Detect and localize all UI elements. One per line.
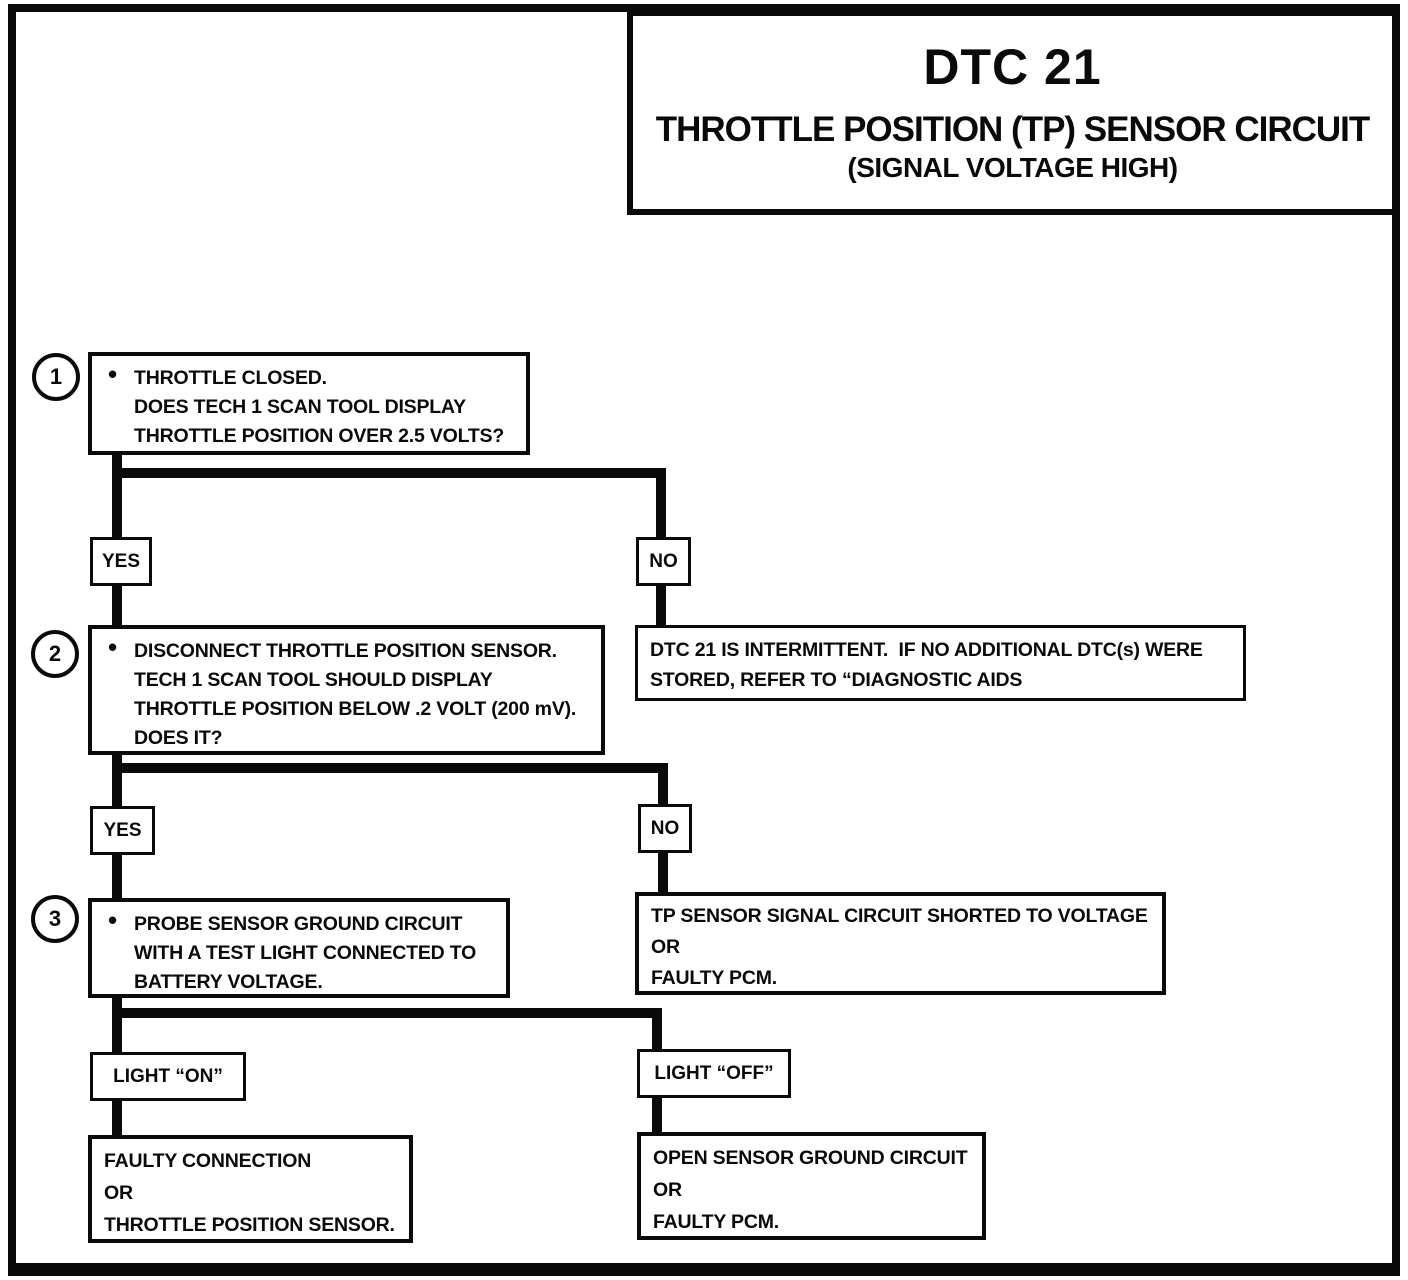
no-branch-1-label: NO bbox=[649, 550, 678, 572]
bullet-icon: • bbox=[108, 905, 117, 935]
connector-line bbox=[112, 853, 122, 900]
step-3-line: WITH A TEST LIGHT CONNECTED TO bbox=[134, 942, 477, 964]
light-on-label: LIGHT “ON” bbox=[90, 1052, 246, 1101]
connector-line bbox=[112, 753, 122, 809]
step-3-line: PROBE SENSOR GROUND CIRCUIT bbox=[134, 913, 463, 935]
connector-line bbox=[112, 1008, 662, 1018]
circuit-title: THROTTLE POSITION (TP) SENSOR CIRCUIT bbox=[655, 110, 1371, 149]
bullet-icon: • bbox=[108, 359, 117, 389]
shorted-line: FAULTY PCM. bbox=[651, 967, 777, 989]
step-3-line: BATTERY VOLTAGE. bbox=[134, 971, 323, 993]
light-off-text: LIGHT “OFF” bbox=[654, 1062, 774, 1084]
no-branch-1: NO bbox=[636, 537, 691, 586]
faulty-connection-line: THROTTLE POSITION SENSOR. bbox=[104, 1214, 395, 1236]
connector-line bbox=[112, 763, 668, 773]
open-ground-line: OPEN SENSOR GROUND CIRCUIT bbox=[653, 1147, 968, 1169]
step-1-number-label: 1 bbox=[49, 364, 63, 389]
step-2-line: DOES IT? bbox=[134, 727, 223, 749]
connector-line bbox=[112, 468, 666, 478]
yes-branch-2-label: YES bbox=[103, 819, 142, 841]
faulty-connection-line: FAULTY CONNECTION bbox=[104, 1150, 312, 1172]
step-2-box: • DISCONNECT THROTTLE POSITION SENSOR. T… bbox=[88, 625, 605, 755]
step-1-box: • THROTTLE CLOSED. DOES TECH 1 SCAN TOOL… bbox=[88, 352, 530, 455]
step-3-number: 3 bbox=[31, 895, 79, 943]
light-off-label: LIGHT “OFF” bbox=[637, 1049, 791, 1098]
page-border bbox=[8, 4, 1400, 1276]
intermittent-line: STORED, REFER TO “DIAGNOSTIC AIDS bbox=[650, 669, 1023, 691]
connector-line bbox=[112, 1099, 122, 1137]
yes-branch-1-label: YES bbox=[101, 550, 141, 572]
open-ground-line: OR bbox=[653, 1179, 682, 1201]
connector-line bbox=[112, 453, 122, 539]
connector-line bbox=[656, 468, 666, 539]
step-2-number-label: 2 bbox=[48, 641, 62, 666]
connector-line bbox=[652, 1008, 662, 1052]
light-on-text: LIGHT “ON” bbox=[113, 1065, 223, 1087]
connector-line bbox=[112, 584, 122, 627]
bullet-icon: • bbox=[108, 632, 117, 662]
title-box: DTC 21 THROTTLE POSITION (TP) SENSOR CIR… bbox=[627, 10, 1398, 215]
no-branch-2-label: NO bbox=[650, 817, 680, 839]
step-2-line: TECH 1 SCAN TOOL SHOULD DISPLAY bbox=[134, 669, 493, 691]
step-1-line: THROTTLE CLOSED. bbox=[134, 367, 327, 389]
step-2-line: DISCONNECT THROTTLE POSITION SENSOR. bbox=[134, 640, 557, 662]
yes-branch-1: YES bbox=[90, 537, 152, 586]
connector-line bbox=[658, 763, 668, 807]
circuit-subtitle: (SIGNAL VOLTAGE HIGH) bbox=[847, 152, 1178, 183]
faulty-connection-line: OR bbox=[104, 1182, 133, 1204]
step-2-number: 2 bbox=[31, 630, 79, 678]
step-1-line: THROTTLE POSITION OVER 2.5 VOLTS? bbox=[134, 425, 505, 447]
intermittent-result-box: DTC 21 IS INTERMITTENT. IF NO ADDITIONAL… bbox=[635, 625, 1246, 701]
step-1-line: DOES TECH 1 SCAN TOOL DISPLAY bbox=[134, 396, 466, 418]
yes-branch-2: YES bbox=[90, 806, 155, 855]
open-ground-line: FAULTY PCM. bbox=[653, 1211, 779, 1233]
connector-line bbox=[658, 851, 668, 894]
shorted-result-box: TP SENSOR SIGNAL CIRCUIT SHORTED TO VOLT… bbox=[635, 892, 1166, 995]
step-1-number: 1 bbox=[32, 353, 80, 401]
faulty-connection-result-box: FAULTY CONNECTION OR THROTTLE POSITION S… bbox=[88, 1135, 413, 1243]
open-ground-result-box: OPEN SENSOR GROUND CIRCUIT OR FAULTY PCM… bbox=[637, 1132, 986, 1240]
step-3-number-label: 3 bbox=[48, 906, 62, 931]
intermittent-line: DTC 21 IS INTERMITTENT. IF NO ADDITIONAL… bbox=[650, 639, 1203, 661]
shorted-line: OR bbox=[651, 936, 680, 958]
no-branch-2: NO bbox=[638, 804, 692, 853]
step-2-line: THROTTLE POSITION BELOW .2 VOLT (200 mV)… bbox=[134, 698, 577, 720]
shorted-line: TP SENSOR SIGNAL CIRCUIT SHORTED TO VOLT… bbox=[651, 905, 1148, 927]
connector-line bbox=[652, 1096, 662, 1135]
dtc-code: DTC 21 bbox=[923, 39, 1102, 95]
step-3-box: • PROBE SENSOR GROUND CIRCUIT WITH A TES… bbox=[88, 898, 510, 998]
connector-line bbox=[656, 584, 666, 627]
connector-line bbox=[112, 996, 122, 1055]
